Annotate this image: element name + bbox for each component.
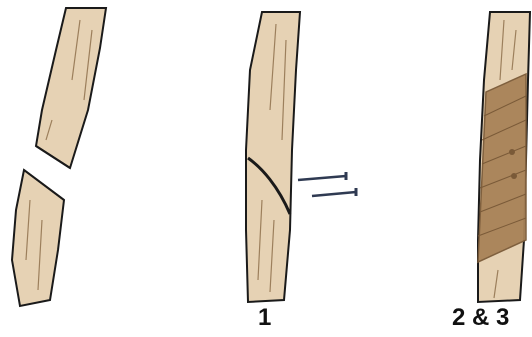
step-label-2-3: 2 & 3 [452,304,509,332]
nail-lower [312,188,356,196]
step-label-1: 1 [258,304,271,332]
nail-head-lower [511,173,517,179]
nailed-branch [246,12,356,302]
nail-head-upper [509,149,515,155]
broken-branch [12,8,106,306]
branch-shape [246,12,300,302]
branch-upper-piece [36,8,106,168]
nail-upper [298,172,346,180]
wrapped-branch [478,12,530,302]
